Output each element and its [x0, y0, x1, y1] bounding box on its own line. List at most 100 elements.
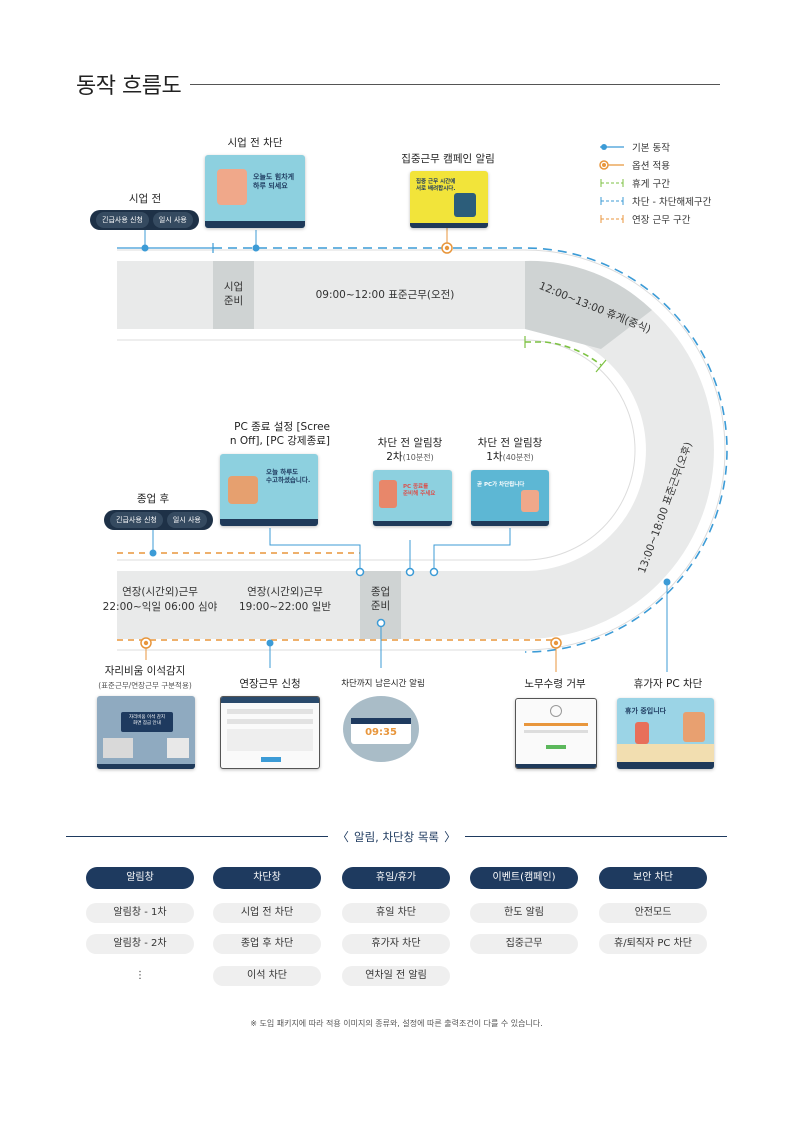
- left-chevron-icon: 〈: [336, 830, 349, 844]
- rest-range: [525, 341, 602, 366]
- remaining-label: 차단까지 남은시간 알림: [341, 679, 425, 689]
- legend-rest: 휴게 구간: [598, 174, 711, 192]
- dot-overtime-req: [266, 639, 274, 647]
- form-row: [227, 719, 313, 724]
- list-item: 연차일 전 알림: [342, 966, 450, 986]
- option-dot-refuse-core: [553, 640, 559, 646]
- countdown-time: 09:35: [365, 727, 397, 738]
- list-item: 휴일 차단: [342, 903, 450, 923]
- refuse-label: 노무수령 거부: [524, 678, 586, 690]
- person-illustration: [454, 193, 476, 217]
- overtime2-label: 연장(시간외)근무 22:00~익일 06:00 심야: [102, 586, 218, 613]
- person-illustration: [217, 169, 247, 205]
- pc-end-thumbnail: 오늘 하루도 수고하셨습니다.: [220, 454, 318, 526]
- pcend-connector: [269, 528, 361, 572]
- dot-preblock: [252, 244, 260, 252]
- alert1-thumb-text: 곧 PC가 차단됩니다: [477, 482, 525, 488]
- person-illustration: [521, 490, 539, 512]
- list-item: 휴가자 차단: [342, 934, 450, 954]
- alert1-label: 차단 전 알림창 1차(40분전): [470, 436, 550, 465]
- right-chevron-icon: 〉: [444, 830, 457, 844]
- dot-before: [141, 244, 149, 252]
- alert2-label: 차단 전 알림창 2차(10분전): [370, 436, 450, 465]
- dot-remaining: [376, 618, 386, 628]
- after-work-label: 종업 후: [136, 493, 170, 505]
- alert1-thumbnail: 곧 PC가 차단됩니다: [471, 470, 549, 526]
- inner-rail: [117, 339, 636, 561]
- legend-option: 옵션 적용: [598, 156, 711, 174]
- pre-block-thumb-text: 오늘도 힘차게 하루 되세요: [253, 173, 295, 190]
- option-dot-icon: [598, 159, 626, 171]
- vacation-thumb-text: 휴가 중입니다: [625, 707, 667, 715]
- rest-range-icon: [598, 177, 626, 189]
- notice-line: [524, 723, 588, 726]
- page-title: 동작 흐름도: [76, 74, 182, 99]
- countdown-header: [351, 718, 411, 724]
- legend-label: 기본 동작: [632, 143, 670, 154]
- after-work-buttons: 긴급사용 신청 일시 사용: [104, 510, 213, 530]
- focus-alert-label: 집중근무 캠페인 알림: [401, 153, 495, 165]
- list-item: 한도 알림: [470, 903, 578, 923]
- shelf-illustration: [167, 738, 189, 758]
- emergency-use-button[interactable]: 긴급사용 신청: [96, 212, 149, 228]
- legend-label: 옵션 적용: [632, 161, 670, 172]
- option-dot-away-core: [143, 640, 149, 646]
- countdown-box: 09:35: [351, 718, 411, 744]
- block-range-icon: [598, 195, 626, 207]
- legend-label: 휴게 구간: [632, 179, 670, 190]
- list-item: 휴/퇴직자 PC 차단: [599, 934, 707, 954]
- alert2-thumbnail: PC 종료를 준비해 주세요: [373, 470, 452, 526]
- alert1-title: 차단 전 알림창 1차: [477, 437, 543, 463]
- morning-label: 09:00~12:00 표준근무(오전): [315, 289, 455, 301]
- list-item: 시업 전 차단: [213, 903, 321, 923]
- category-event: 이벤트(캠페인): [470, 867, 578, 889]
- refuse-thumbnail: [515, 698, 597, 769]
- alert2-thumb-text: PC 종료를 준비해 주세요: [403, 484, 436, 497]
- pc-end-label: PC 종료 설정 [Scree n Off], [PC 강제종료]: [229, 421, 330, 447]
- pre-block-thumbnail: 오늘도 힘차게 하루 되세요: [205, 155, 305, 228]
- list-rule-right: [465, 836, 727, 837]
- away-label: 자리비움 이석감지: [104, 665, 186, 677]
- legend-label: 연장 근무 구간: [632, 215, 691, 226]
- prep-end-label: 종업 준비: [370, 586, 391, 612]
- dot-alert2: [405, 567, 415, 577]
- temp-use-button[interactable]: 일시 사용: [166, 512, 207, 528]
- dot-alert1: [429, 567, 439, 577]
- warning-icon: [550, 705, 562, 717]
- footnote: ※ 도입 패키지에 따라 적용 이미지의 종류와, 설정에 따른 출력조건이 다…: [250, 1019, 543, 1028]
- overtime-req-thumbnail: [220, 696, 320, 769]
- temp-use-button[interactable]: 일시 사용: [152, 212, 193, 228]
- prep-start-label: 시업 준비: [223, 281, 244, 307]
- remaining-thumbnail: 09:35: [343, 696, 419, 762]
- pc-end-thumb-text: 오늘 하루도 수고하셨습니다.: [266, 468, 311, 484]
- option-dot-focus-core: [444, 245, 450, 251]
- list-item: 알림창 - 1차: [86, 903, 194, 923]
- title-divider: [190, 84, 720, 85]
- category-holiday: 휴일/휴가: [342, 867, 450, 889]
- ext-range-icon: [598, 213, 626, 225]
- overtime1-label: 연장(시간외)근무 19:00~22:00 일반: [239, 586, 331, 613]
- flow-track: [117, 225, 728, 672]
- emergency-use-button[interactable]: 긴급사용 신청: [110, 512, 163, 528]
- legend-basic: 기본 동작: [598, 138, 711, 156]
- basic-dot-icon: [598, 141, 626, 153]
- form-submit: [261, 757, 281, 762]
- focus-alert-thumbnail: 집중 근무 시간에 서로 배려합시다.: [410, 171, 488, 228]
- sofa-illustration: [228, 476, 258, 504]
- list-item: 집중근무: [470, 934, 578, 954]
- form-header: [221, 697, 319, 703]
- list-title-wrap: 〈 알림, 차단창 목록 〉: [328, 826, 465, 846]
- category-security: 보안 차단: [599, 867, 707, 889]
- vacation-thumbnail: 휴가 중입니다: [617, 698, 714, 769]
- list-item: 종업 후 차단: [213, 934, 321, 954]
- alert1-connector: [433, 528, 511, 572]
- notice-line: [524, 730, 588, 733]
- form-table: [227, 729, 313, 751]
- before-work-buttons: 긴급사용 신청 일시 사용: [90, 210, 199, 230]
- overtime-req-label: 연장근무 신청: [239, 678, 301, 690]
- legend: 기본 동작 옵션 적용 휴게 구간 차단 - 차단해제구간 연장 근무 구간: [598, 138, 711, 228]
- confirm-button: [546, 745, 566, 749]
- list-item: 이석 차단: [213, 966, 321, 986]
- list-item: 알림창 - 2차: [86, 934, 194, 954]
- person-illustration: [683, 712, 705, 742]
